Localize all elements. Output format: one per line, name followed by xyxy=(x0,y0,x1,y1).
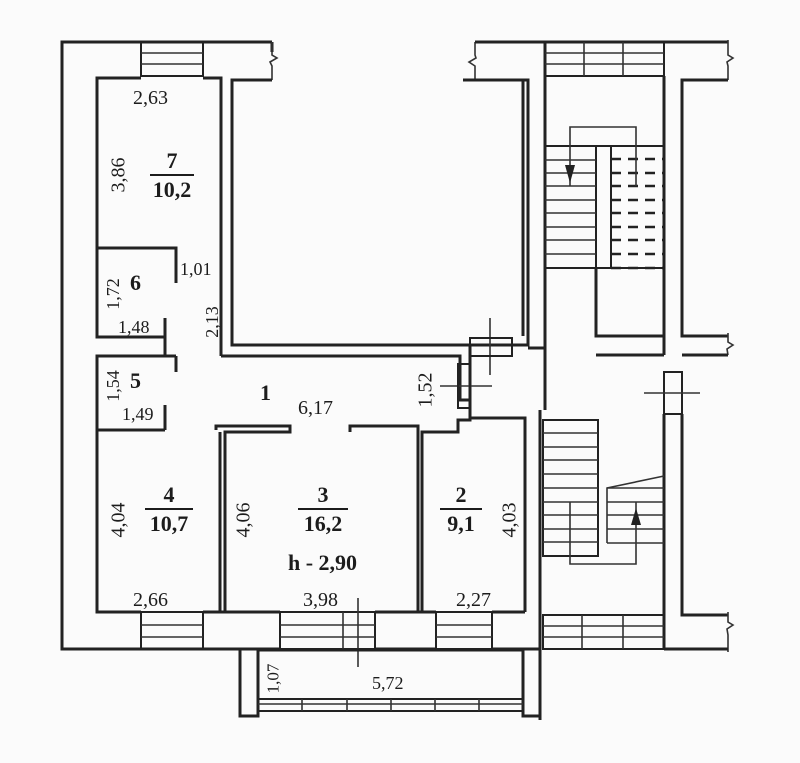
room-4-area: 10,7 xyxy=(149,511,189,536)
room-4-depth-dim: 4,04 xyxy=(107,502,130,538)
room-3-depth-dim: 4,06 xyxy=(232,502,255,538)
window-room-4 xyxy=(140,611,204,650)
balcony-width-dim: 5,72 xyxy=(372,673,404,693)
room-7-label: 7 10,2 xyxy=(150,150,194,201)
window-room-2 xyxy=(435,611,493,650)
stair-up-arrow-icon xyxy=(631,508,641,525)
room-7-number: 7 xyxy=(150,150,194,176)
balcony-depth-dim: 1,07 xyxy=(263,663,283,694)
room-1-passage-dim: 1,52 xyxy=(414,372,437,408)
room-1-depth-dim: 2,13 xyxy=(201,306,222,338)
room-6-depth-dim: 1,72 xyxy=(102,278,123,310)
room-4-width-dim: 2,66 xyxy=(133,589,168,611)
room-2-label: 2 9,1 xyxy=(440,484,482,535)
room-6-number: 6 xyxy=(130,270,141,295)
room-3-label: 3 16,2 xyxy=(298,484,348,535)
room-2-number: 2 xyxy=(440,484,482,510)
room-1-length-dim: 6,17 xyxy=(298,397,333,419)
balcony-door-room-3 xyxy=(279,611,376,650)
room-7-width-dim: 2,63 xyxy=(133,87,168,109)
room-4-number: 4 xyxy=(145,484,193,510)
room-5-width-dim: 1,49 xyxy=(122,404,154,424)
room-1-nook-width-dim: 1,01 xyxy=(180,259,212,279)
room-2-depth-dim: 4,03 xyxy=(498,502,521,538)
room-3-number: 3 xyxy=(298,484,348,510)
room-4-label: 4 10,7 xyxy=(145,484,193,535)
window-room-7 xyxy=(140,41,204,77)
room-5-depth-dim: 1,54 xyxy=(102,370,123,402)
stairwell xyxy=(463,40,735,720)
room-7-area: 10,2 xyxy=(152,177,192,202)
room-5-number: 5 xyxy=(130,368,141,393)
room-2-width-dim: 2,27 xyxy=(456,589,491,611)
room-7-depth-dim: 3,86 xyxy=(107,157,130,193)
stair-down-arrow-icon xyxy=(565,165,575,183)
room-3-width-dim: 3,98 xyxy=(303,589,338,611)
room-3-area: 16,2 xyxy=(303,511,343,536)
ceiling-height-label: h - 2,90 xyxy=(288,550,358,575)
room-1-number: 1 xyxy=(260,380,271,405)
room-6-width-dim: 1,48 xyxy=(118,317,150,337)
room-2-area: 9,1 xyxy=(447,511,475,536)
